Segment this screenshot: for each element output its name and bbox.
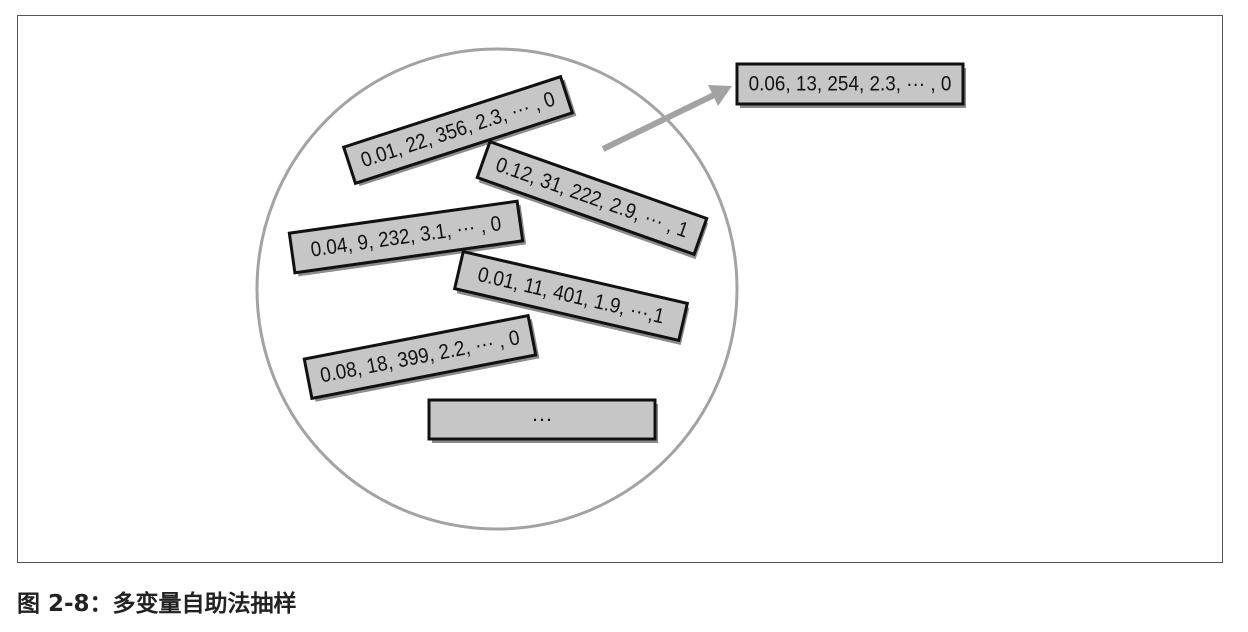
- drawn-sample-label: 0.06, 13, 254, 2.3, ··· , 0: [749, 72, 952, 95]
- box-body: [287, 199, 525, 275]
- bootstrap-diagram: 0.01, 22, 356, 2.3, ··· , 0 0.12, 31, 22…: [17, 15, 1223, 563]
- population-circle: [255, 47, 739, 531]
- sampling-arrow: [601, 85, 732, 152]
- ellipsis-label: ···: [532, 408, 553, 431]
- sample-record-box: 0.08, 18, 399, 2.2, ··· , 0: [302, 313, 540, 402]
- box-body: [427, 398, 657, 441]
- more-records-box: ···: [427, 398, 658, 443]
- drawn-sample-box: 0.06, 13, 254, 2.3, ··· , 0: [735, 62, 966, 108]
- box-body: [302, 313, 538, 401]
- figure-frame: [17, 15, 1223, 563]
- box-body: [735, 62, 965, 106]
- box-body: [452, 249, 690, 343]
- box-body: [341, 74, 575, 186]
- arrow-shaft: [601, 92, 716, 152]
- figure-caption: 图 2-8：多变量自助法抽样: [17, 591, 297, 617]
- box-body: [475, 139, 709, 257]
- arrow-head-icon: [708, 85, 732, 106]
